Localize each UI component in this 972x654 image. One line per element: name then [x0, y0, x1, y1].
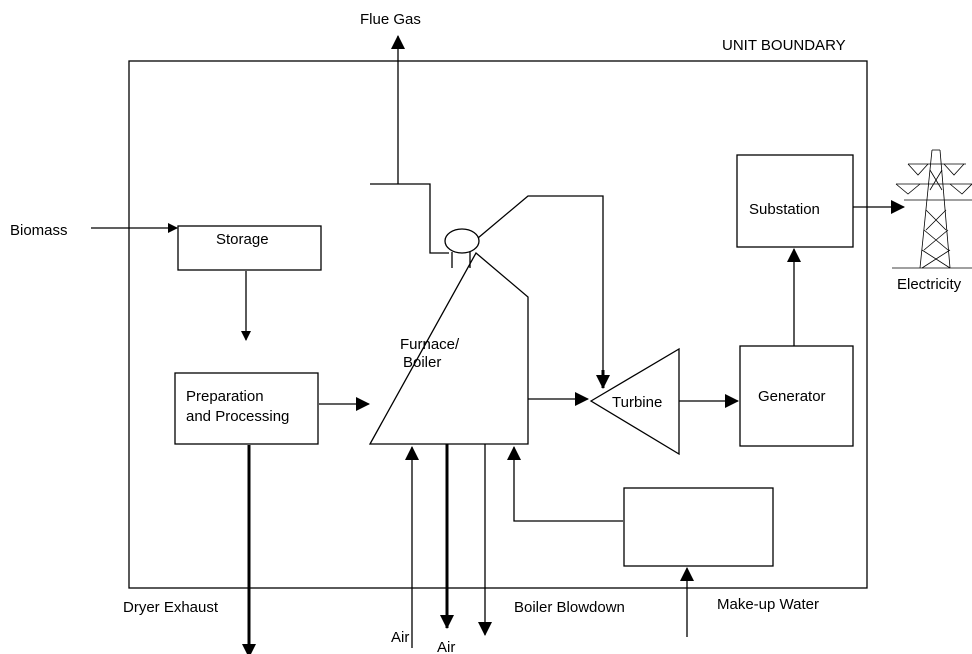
transmission-tower-icon: [892, 149, 972, 269]
generator-block: [739, 345, 854, 447]
dryer-exhaust-label: Dryer Exhaust: [123, 599, 219, 616]
unit-boundary-label: UNIT BOUNDARY: [722, 37, 846, 54]
turbine-label: Turbine: [612, 394, 662, 411]
furnace-label-line1: Furnace/: [400, 336, 460, 353]
substation-block: [736, 154, 854, 248]
makeup-water-label: Make-up Water: [717, 596, 819, 613]
steam-line: [477, 195, 604, 370]
makeup-water-block: [623, 487, 774, 567]
steam-drum-icon: [444, 228, 480, 268]
air-outlet-label: Air: [437, 639, 455, 654]
electricity-label: Electricity: [897, 276, 962, 293]
generator-label: Generator: [758, 388, 826, 405]
feedwater-return-line: [507, 446, 623, 522]
storage-block: [177, 225, 322, 271]
biomass-label: Biomass: [10, 222, 68, 239]
boiler-blowdown-label: Boiler Blowdown: [514, 599, 625, 616]
preparation-processing-block: [174, 372, 319, 445]
preparation-label-line1: Preparation: [186, 388, 264, 405]
furnace-boiler-block: [368, 183, 529, 445]
unit-boundary: [128, 60, 868, 589]
preparation-label-line2: and Processing: [186, 408, 289, 425]
furnace-label-line2: Boiler: [403, 354, 441, 371]
storage-label: Storage: [216, 231, 269, 248]
substation-label: Substation: [749, 201, 820, 218]
air-inlet-label: Air: [391, 629, 409, 646]
flue-gas-label: Flue Gas: [360, 11, 421, 28]
